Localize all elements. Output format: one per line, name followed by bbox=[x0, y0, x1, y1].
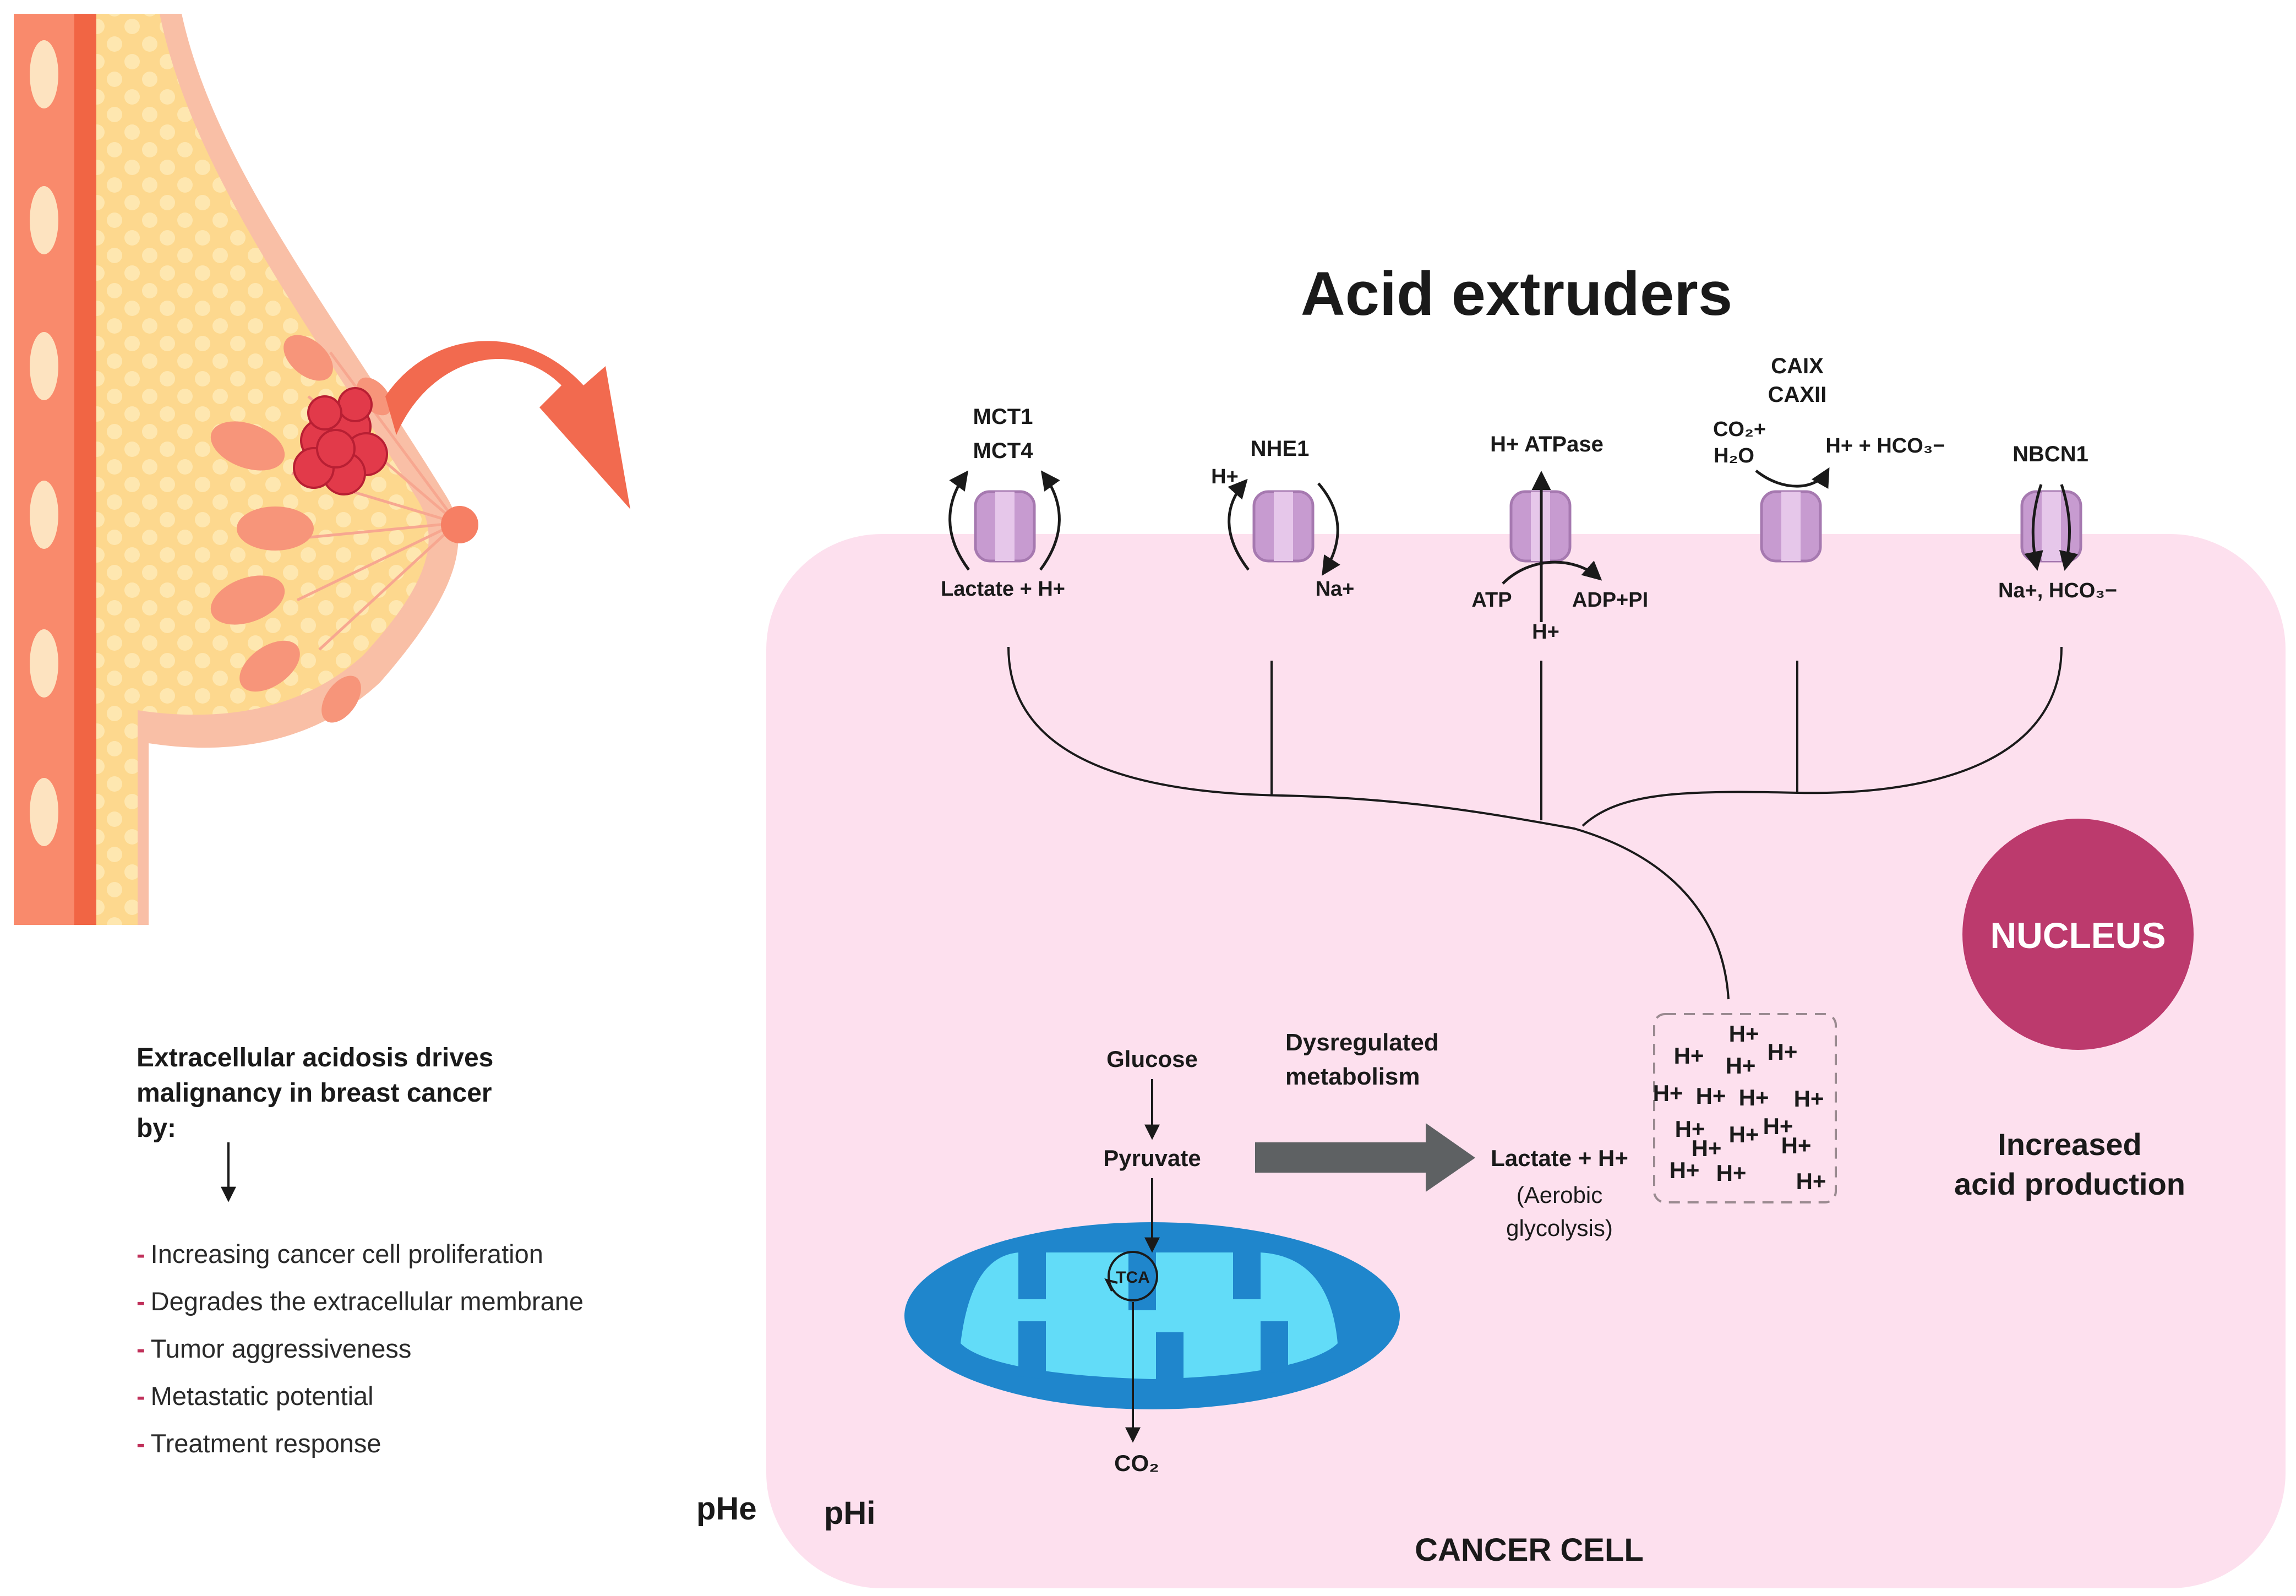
nbc-name: NBCN1 bbox=[2013, 442, 2088, 466]
ca-name-2: CAXII bbox=[1768, 383, 1827, 407]
breast-illustration bbox=[14, 14, 630, 925]
proton-pool-box bbox=[1653, 1013, 1837, 1203]
effects-list: -Increasing cancer cell proliferation -D… bbox=[137, 1230, 583, 1467]
lobules bbox=[210, 335, 392, 723]
transporter-carbonic-anhydrase: CAIX CAXII CO₂+ H₂O H+ + HCO₃− bbox=[1713, 354, 1945, 563]
list-item: -Increasing cancer cell proliferation bbox=[137, 1239, 543, 1268]
nucleus bbox=[1962, 819, 2194, 1050]
co2-label: CO₂ bbox=[1114, 1450, 1159, 1476]
proton-label: H+ bbox=[1716, 1160, 1747, 1186]
increased-label: Increased bbox=[1998, 1127, 2142, 1162]
proton-label: H+ bbox=[1768, 1039, 1798, 1065]
proton-pool: H+H+H+H+H+H+H+H+H+H+H+H+H+H+H+H+ bbox=[1653, 1021, 1826, 1194]
transporter-nhe: NHE1 H+ Na+ bbox=[1211, 437, 1354, 601]
dysregulated-label: Dysregulated bbox=[1285, 1029, 1439, 1056]
lactate-label: Lactate + H+ bbox=[1491, 1145, 1628, 1171]
grey-process-arrow bbox=[1255, 1123, 1475, 1192]
list-item-text: Increasing cancer cell proliferation bbox=[150, 1239, 543, 1268]
proton-label: H+ bbox=[1763, 1113, 1793, 1139]
tca-cycle bbox=[1108, 1251, 1158, 1301]
proton-label: H+ bbox=[1653, 1080, 1683, 1106]
atpase-in-label: H+ bbox=[1532, 620, 1559, 644]
increased-label-2: acid production bbox=[1954, 1167, 2185, 1201]
metabolism: Glucose Pyruvate TCA CO₂ Dysregulated me… bbox=[904, 1029, 1628, 1476]
tca-label: TCA bbox=[1116, 1268, 1150, 1287]
list-item-text: Metastatic potential bbox=[150, 1381, 374, 1410]
glucose-label: Glucose bbox=[1106, 1046, 1198, 1072]
list-item-text: Treatment response bbox=[150, 1429, 381, 1458]
intro-line: malignancy in breast cancer bbox=[137, 1078, 492, 1108]
proton-label: H+ bbox=[1729, 1021, 1759, 1047]
chest-wall bbox=[14, 14, 74, 925]
proton-label: H+ bbox=[1692, 1135, 1722, 1161]
ca-substrate: CO₂+ bbox=[1713, 418, 1766, 441]
list-item: -Metastatic potential bbox=[137, 1381, 374, 1410]
dysregulated-label-2: metabolism bbox=[1285, 1063, 1420, 1090]
nhe-in-label: Na+ bbox=[1316, 578, 1355, 601]
nhe-out-label: H+ bbox=[1211, 465, 1239, 488]
transporter-mct: MCT1 MCT4 Lactate + H+ bbox=[941, 405, 1065, 601]
cancer-cell-membrane bbox=[766, 534, 2286, 1588]
atpase-name: H+ ATPase bbox=[1490, 432, 1604, 456]
list-item: -Treatment response bbox=[137, 1429, 381, 1458]
adp-label: ADP+PI bbox=[1572, 589, 1648, 612]
pyruvate-label: Pyruvate bbox=[1103, 1145, 1201, 1171]
aerobic-label-2: glycolysis) bbox=[1506, 1215, 1613, 1241]
proton-label: H+ bbox=[1675, 1116, 1705, 1142]
transporter-nbc: NBCN1 Na+, HCO₃− bbox=[1998, 442, 2117, 602]
intro-line: by: bbox=[137, 1114, 176, 1143]
list-item-text: Degrades the extracellular membrane bbox=[150, 1287, 583, 1316]
mct-name-2: MCT4 bbox=[973, 439, 1034, 463]
diagram-title: Acid extruders bbox=[1301, 259, 1732, 328]
proton-label: H+ bbox=[1729, 1121, 1759, 1147]
proton-label: H+ bbox=[1781, 1132, 1812, 1158]
proton-label: H+ bbox=[1739, 1085, 1769, 1110]
proton-label: H+ bbox=[1670, 1157, 1700, 1183]
aerobic-label: (Aerobic bbox=[1517, 1182, 1602, 1208]
proton-label: H+ bbox=[1794, 1086, 1824, 1112]
phe-label: pHe bbox=[696, 1491, 757, 1527]
nucleus-label: NUCLEUS bbox=[1990, 915, 2166, 956]
mct-name: MCT1 bbox=[973, 405, 1033, 429]
list-item: -Degrades the extracellular membrane bbox=[137, 1287, 583, 1316]
cancer-cell-label: CANCER CELL bbox=[1415, 1532, 1644, 1568]
rib-ovals bbox=[30, 40, 58, 846]
nhe-name: NHE1 bbox=[1251, 437, 1310, 461]
intro-text: Extracellular acidosis drives malignancy… bbox=[137, 1041, 493, 1146]
mct-inner-label: Lactate + H+ bbox=[941, 578, 1065, 601]
tumor bbox=[293, 387, 388, 495]
converging-lines bbox=[1007, 646, 2063, 1000]
phi-label: pHi bbox=[824, 1495, 875, 1531]
proton-label: H+ bbox=[1674, 1043, 1704, 1069]
atp-label: ATP bbox=[1471, 589, 1512, 612]
ca-product: H+ + HCO₃− bbox=[1825, 434, 1945, 457]
zoom-arrow bbox=[385, 341, 630, 509]
list-item-text: Tumor aggressiveness bbox=[150, 1334, 412, 1363]
ca-name: CAIX bbox=[1771, 354, 1824, 378]
intro-line: Extracellular acidosis drives bbox=[137, 1043, 494, 1072]
transporter-atpase: H+ ATPase ATP ADP+PI H+ bbox=[1471, 432, 1648, 644]
proton-label: H+ bbox=[1696, 1083, 1726, 1109]
proton-label: H+ bbox=[1726, 1053, 1756, 1078]
nipple bbox=[441, 506, 478, 543]
mitochondrion bbox=[904, 1222, 1400, 1409]
nbc-in-label: Na+, HCO₃− bbox=[1998, 579, 2117, 602]
proton-label: H+ bbox=[1796, 1168, 1826, 1194]
ca-substrate-2: H₂O bbox=[1714, 444, 1754, 467]
list-item: -Tumor aggressiveness bbox=[137, 1334, 412, 1363]
chest-wall-edge bbox=[74, 14, 96, 925]
